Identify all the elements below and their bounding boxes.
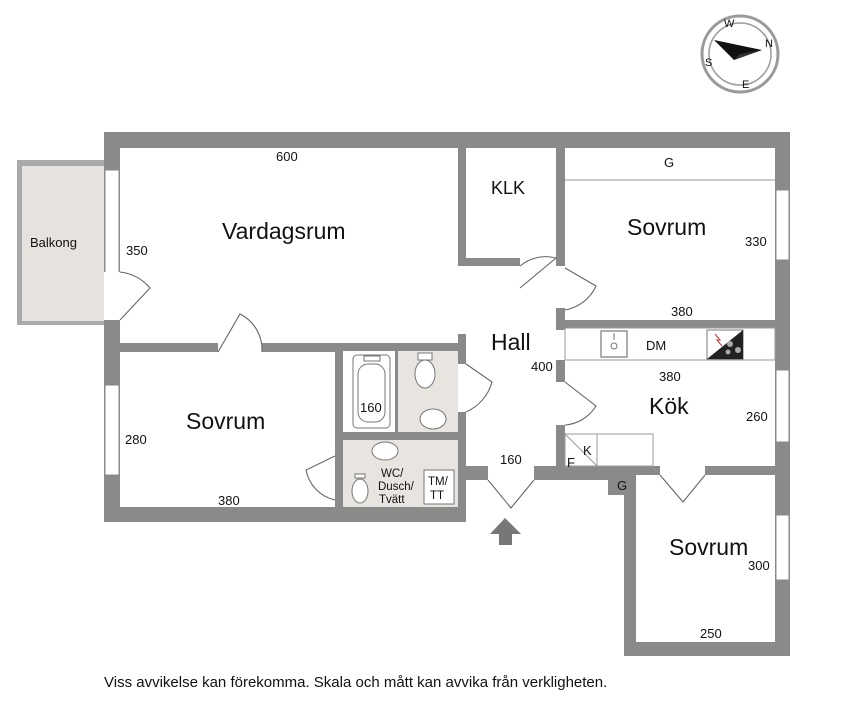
compass-needle-icon (714, 40, 762, 60)
room-vardagsrum: Vardagsrum (222, 218, 346, 244)
compass-s: S (705, 57, 712, 69)
dim-sovrum-top-h: 330 (745, 234, 767, 249)
label-wc1: WC/ (381, 468, 404, 480)
room-hall: Hall (491, 329, 531, 355)
dim-hall-w: 160 (500, 452, 522, 467)
inner-walls (120, 148, 775, 513)
compass-w: W (724, 18, 735, 30)
label-dm: DM (646, 338, 666, 353)
dim-sovrum-bottom-h: 300 (748, 558, 770, 573)
room-sovrum-bottom: Sovrum (669, 534, 748, 560)
room-sovrum-left: Sovrum (186, 408, 265, 434)
label-tt: TT (430, 490, 444, 502)
windows (104, 169, 790, 581)
toilet-2-icon (351, 478, 369, 504)
toilet-icon (417, 352, 433, 361)
label-tm: TM/ (428, 476, 449, 488)
dim-kok-w: 380 (659, 369, 681, 384)
label-wc3: Tvätt (379, 494, 405, 506)
dim-kok-h: 260 (746, 409, 768, 424)
compass-e: E (742, 79, 749, 91)
disclaimer-text: Viss avvikelse kan förekomma. Skala och … (104, 674, 608, 691)
dim-vardagsrum-w: 600 (276, 149, 298, 164)
kitchen-counter (564, 327, 776, 467)
dim-sovrum-top-w: 380 (671, 304, 693, 319)
label-f: F (567, 455, 575, 470)
room-kok: Kök (649, 393, 689, 419)
label-g-top: G (664, 155, 674, 170)
label-g-bottom: G (617, 478, 627, 493)
bathroom-fixtures (351, 352, 455, 505)
washer-icon (423, 469, 455, 505)
washbasin-icon (419, 408, 447, 430)
room-klk: KLK (491, 178, 525, 198)
room-balkong: Balkong (30, 235, 77, 250)
dim-sovrum-left-w: 380 (218, 493, 240, 508)
room-sovrum-top: Sovrum (627, 214, 706, 240)
dim-sovrum-bottom-w: 250 (700, 626, 722, 641)
compass: N W S E (700, 14, 780, 94)
label-wc2: Dusch/ (378, 481, 415, 493)
dim-sovrum-left-h: 280 (125, 432, 147, 447)
label-k: K (583, 443, 592, 458)
dim-hall-h: 400 (531, 359, 553, 374)
dim-vardagsrum-h: 350 (126, 243, 148, 258)
compass-n: N (765, 38, 773, 50)
entrance-arrow-icon (490, 518, 521, 545)
doors (104, 256, 706, 509)
dim-bath: 160 (360, 400, 382, 415)
balcony (17, 160, 104, 325)
